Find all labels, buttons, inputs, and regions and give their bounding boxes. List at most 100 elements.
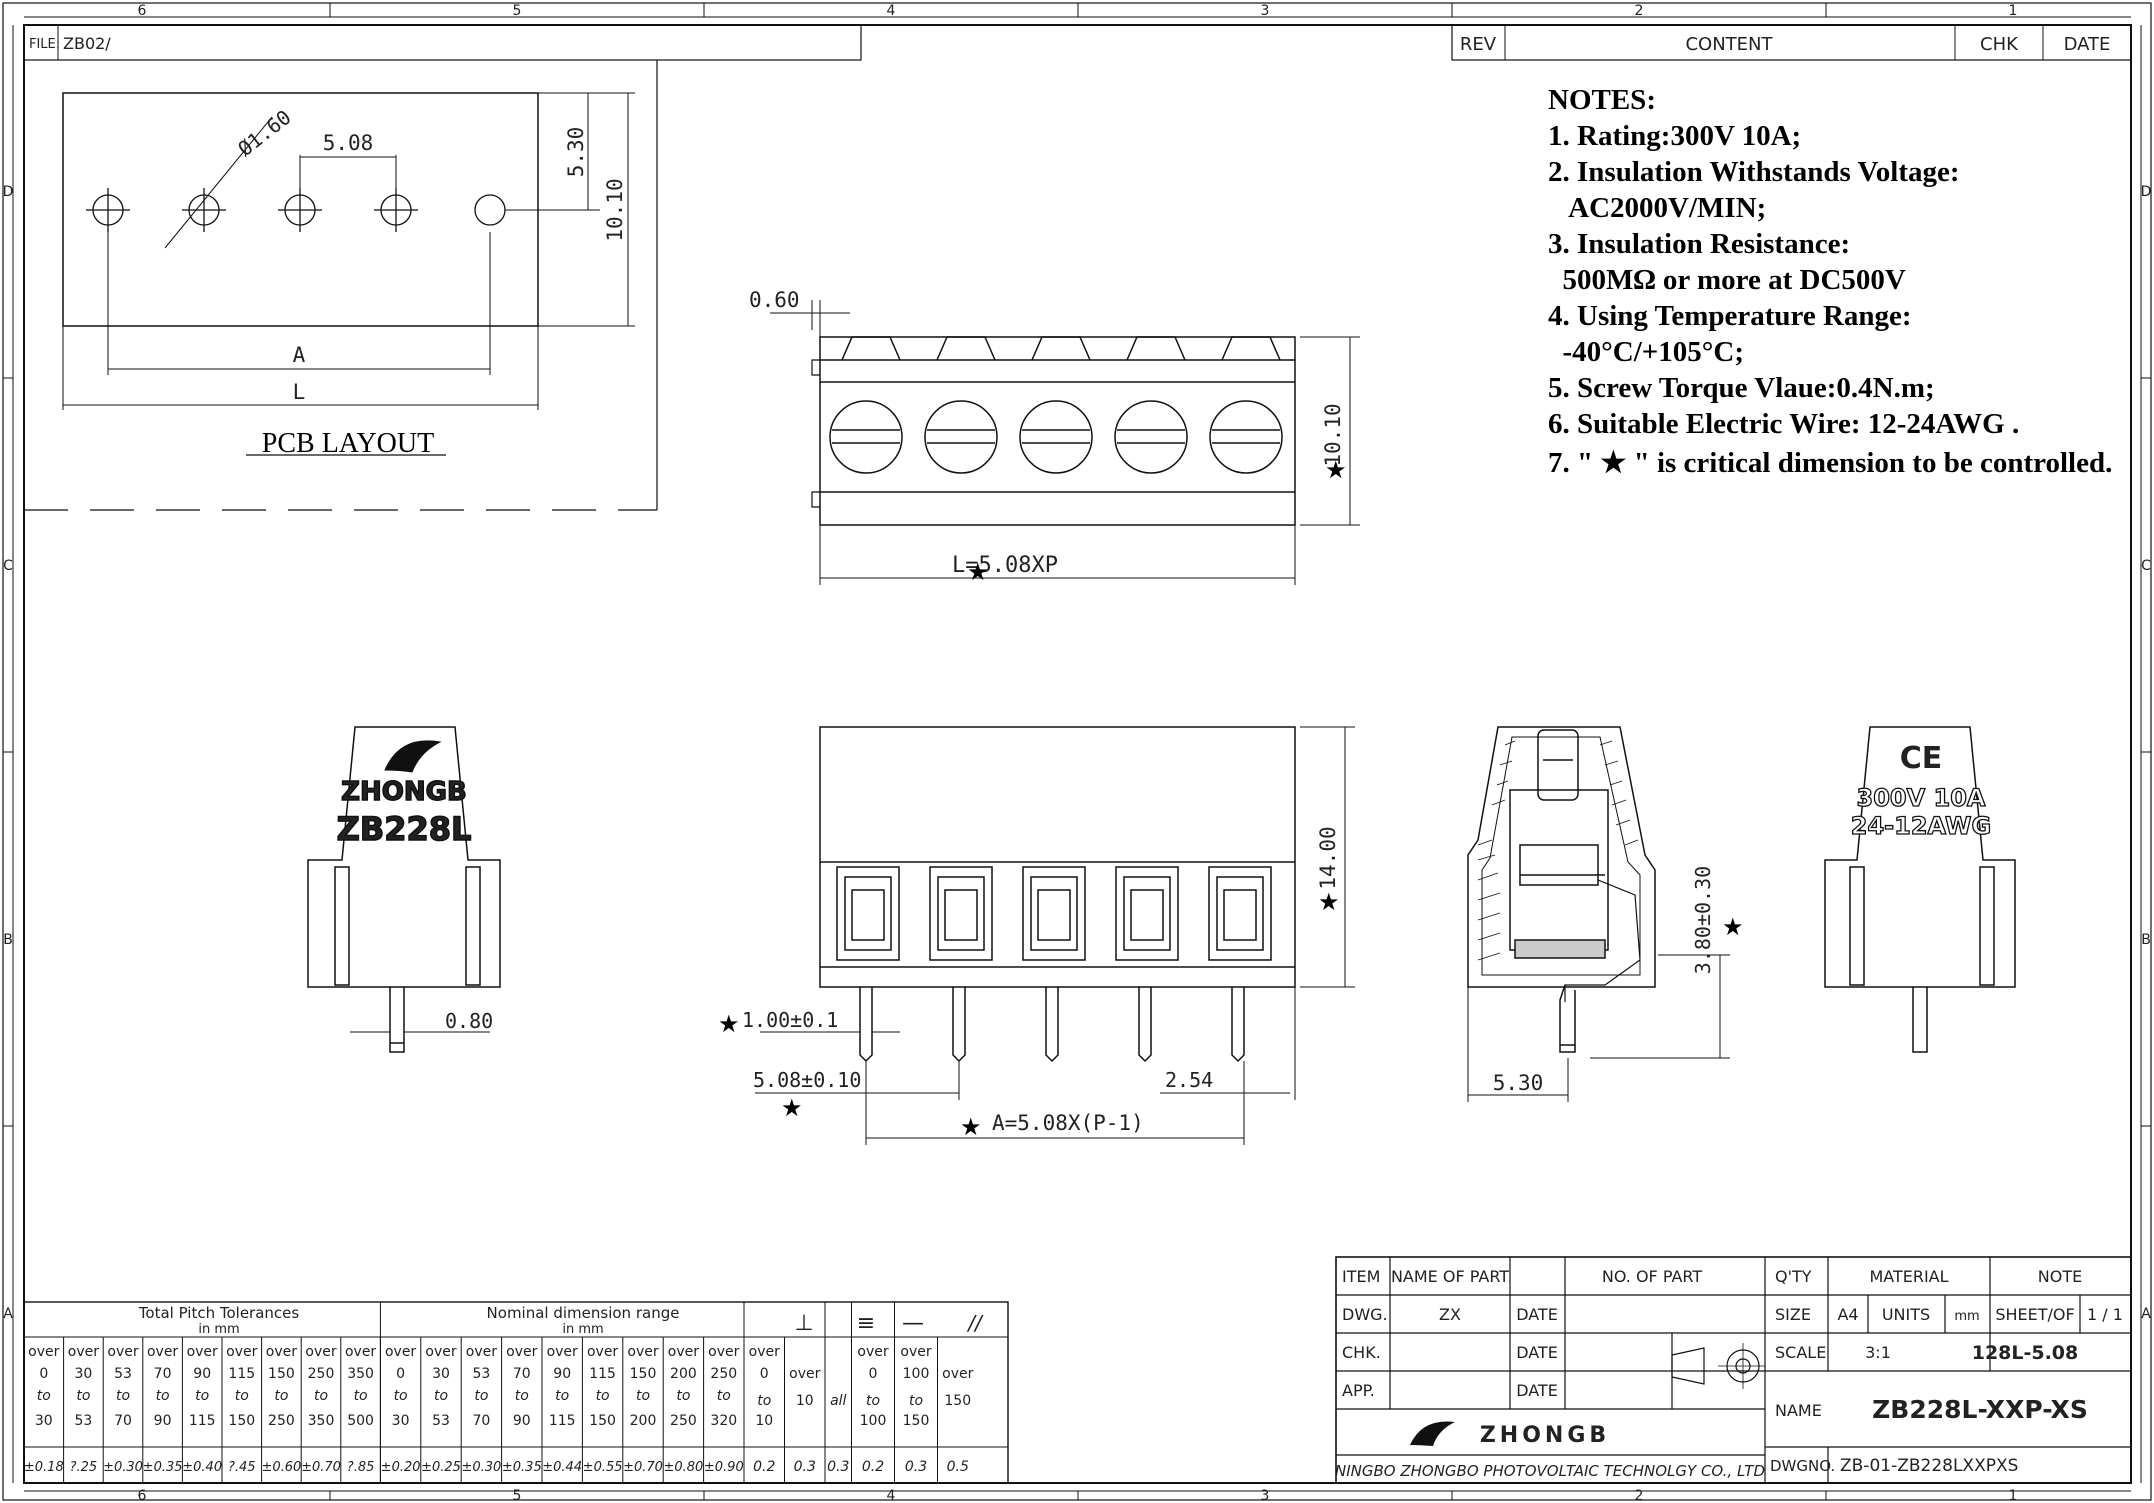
- range-over: over: [708, 1344, 739, 1360]
- range-from: 0: [39, 1366, 48, 1382]
- range-over: over: [266, 1344, 297, 1360]
- range-to: to: [909, 1393, 923, 1409]
- tolerance-value: ?.45: [228, 1460, 256, 1475]
- tolerance-value: ?.25: [70, 1460, 98, 1475]
- tolerance-value: ±0.44: [542, 1460, 582, 1475]
- range-to-value: 70: [472, 1413, 490, 1429]
- range-from: over: [942, 1366, 973, 1382]
- size-value: A4: [1837, 1305, 1858, 1324]
- range-to-value: 53: [432, 1413, 450, 1429]
- pin: [859, 987, 1245, 1063]
- top-view: [770, 300, 1360, 585]
- chk-label: CHK.: [1342, 1343, 1381, 1362]
- tolerance-value: 0.2: [753, 1459, 775, 1475]
- rating-mark: 300V 10A: [1857, 784, 1986, 812]
- name-value: ZB228L-XXP-XS: [1872, 1395, 2088, 1424]
- qty-label: Q'TY: [1775, 1267, 1812, 1286]
- col-label: 5: [513, 1488, 522, 1503]
- critical-star-icon: ★: [1325, 458, 1347, 484]
- pitch-header: Total Pitch Tolerances: [138, 1304, 300, 1322]
- range-from: 70: [154, 1366, 172, 1382]
- dim-L: L: [293, 380, 306, 404]
- tolerance-value: ±0.35: [143, 1460, 183, 1475]
- dim-1010: 10.10: [1321, 403, 1345, 466]
- col-label: 5: [513, 3, 522, 19]
- tolerance-value: 0.3: [827, 1459, 849, 1475]
- range-over: over: [668, 1344, 699, 1360]
- range-to: to: [474, 1388, 488, 1404]
- critical-star-icon: ★: [781, 1096, 803, 1122]
- date-header: DATE: [2064, 34, 2111, 55]
- tolerance-value: ±0.55: [583, 1460, 623, 1475]
- size-label: SIZE: [1775, 1305, 1811, 1324]
- range-to: to: [555, 1388, 569, 1404]
- tolerance-value: 0.3: [905, 1459, 927, 1475]
- row-label: B: [3, 932, 13, 948]
- left-view-marks: ZHONGB ZB228L 0.80: [336, 740, 493, 1033]
- range-from: 90: [553, 1366, 571, 1382]
- range-to: to: [314, 1388, 328, 1404]
- units-value: mm: [1954, 1309, 1979, 1324]
- critical-star-icon: ★: [1318, 890, 1340, 916]
- range-over: over: [857, 1344, 888, 1360]
- range-from: 350: [347, 1366, 374, 1382]
- row-label: D: [2141, 184, 2152, 200]
- range-to-value: 500: [347, 1413, 374, 1429]
- range-to: 150: [944, 1393, 971, 1409]
- range-from: 0: [396, 1366, 405, 1382]
- dim-1400: 14.00: [1316, 826, 1340, 889]
- range-to: to: [394, 1388, 408, 1404]
- note-line: 5. Screw Torque Vlaue:0.4N.m;: [1548, 372, 1935, 404]
- range-from: 115: [589, 1366, 616, 1382]
- parallel-icon: //: [966, 1311, 984, 1335]
- range-from: 0: [869, 1366, 878, 1382]
- range-to-value: 100: [860, 1413, 887, 1429]
- range-to: to: [274, 1388, 288, 1404]
- row-label: A: [3, 1306, 13, 1322]
- straightness-icon: —: [902, 1311, 924, 1336]
- range-over: over: [425, 1344, 456, 1360]
- range-to-value: 70: [114, 1413, 132, 1429]
- range-to: to: [515, 1388, 529, 1404]
- pcb-dims: Ø1.60 5.08 5.30 10.10 A L PCB LAYOUT: [233, 105, 627, 459]
- note-label: NOTE: [2038, 1267, 2082, 1286]
- range-to: to: [37, 1388, 51, 1404]
- file-box: FILE: ZB02/: [23, 24, 862, 61]
- company-label: NINGBO ZHONGBO PHOTOVOLTAIC TECHNOLGY CO…: [1335, 1462, 1765, 1480]
- range-over: over: [506, 1344, 537, 1360]
- dim-380: 3.80±0.30: [1691, 866, 1715, 974]
- note-line: -40°C/+105°C;: [1548, 336, 1744, 368]
- range-to: to: [757, 1393, 771, 1409]
- dim-1010: 10.10: [603, 178, 627, 241]
- front-view: [755, 726, 1355, 1145]
- col-label: 1: [2009, 3, 2018, 19]
- range-to: to: [866, 1393, 880, 1409]
- range-to-value: 30: [35, 1413, 53, 1429]
- range-to-value: 250: [670, 1413, 697, 1429]
- range-from: 150: [268, 1366, 295, 1382]
- sheet-label: SHEET/OF: [1995, 1305, 2074, 1324]
- range-to-value: 150: [589, 1413, 616, 1429]
- material-label: MATERIAL: [1869, 1267, 1948, 1286]
- row-label: C: [3, 558, 13, 574]
- name-label: NAME: [1775, 1401, 1822, 1420]
- critical-star-icon: ★: [960, 1115, 982, 1141]
- note-line: 4. Using Temperature Range:: [1548, 300, 1912, 332]
- tolerance-table: over0to30±0.18over30to53?.25over53to70±0…: [23, 1301, 1009, 1484]
- range-to-value: 150: [228, 1413, 255, 1429]
- range-over: over: [147, 1344, 178, 1360]
- col-label: 4: [887, 3, 896, 19]
- critical-star-icon: ★: [718, 1012, 740, 1038]
- chk-header: CHK: [1980, 34, 2019, 55]
- tolerance-value: ±0.70: [623, 1460, 663, 1475]
- projection-cone-icon: [1671, 1347, 1705, 1385]
- dim-060: 0.60: [749, 288, 800, 312]
- pcb-layout: [24, 60, 658, 511]
- tolerance-value: ±0.30: [103, 1460, 143, 1475]
- notes-title: NOTES:: [1548, 84, 1656, 116]
- dim-pin: 1.00±0.1: [742, 1008, 838, 1032]
- critical-star-icon: ★: [967, 560, 989, 586]
- col-label: 2: [1635, 1488, 1644, 1503]
- range-from: 53: [472, 1366, 490, 1382]
